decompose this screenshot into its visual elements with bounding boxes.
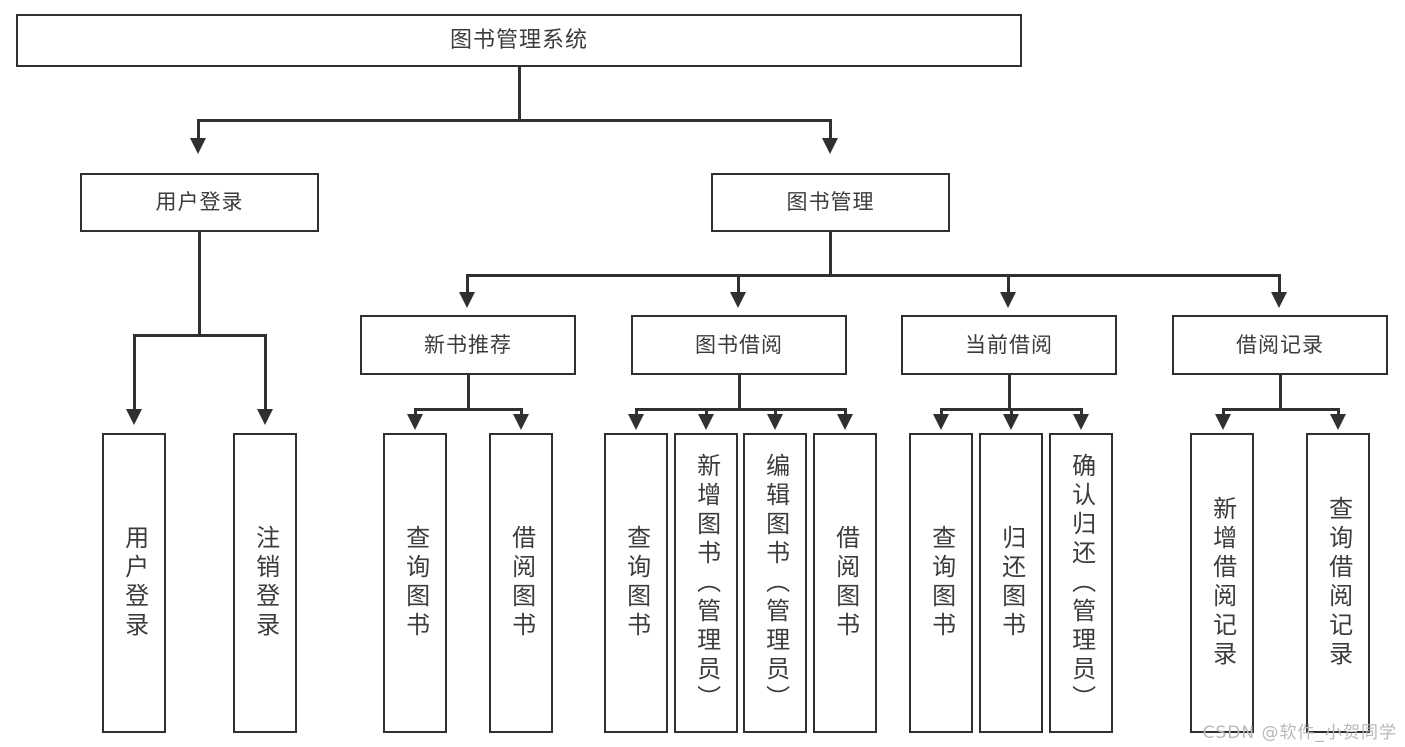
node-label: 确认归还（管理员） xyxy=(1067,452,1096,714)
edge-bb-drop-2 xyxy=(705,408,708,418)
edge-cb-drop-1 xyxy=(940,408,943,418)
arrowhead-to-leaf-user-login xyxy=(126,409,142,425)
arrowhead-to-cb-return-book xyxy=(1003,414,1019,430)
edge-bb-drop-1 xyxy=(635,408,638,418)
node-label: 图书管理系统 xyxy=(449,27,588,53)
arrowhead-to-nbr-query-book xyxy=(407,414,423,430)
arrowhead-to-cb-confirm-return xyxy=(1073,414,1089,430)
arrowhead-to-current-borrow xyxy=(1000,292,1016,308)
node-label: 当前借阅 xyxy=(965,332,1053,357)
arrowhead-to-new-book-recommend xyxy=(459,292,475,308)
leaf-bb-query-book[interactable]: 查询图书 xyxy=(604,433,668,733)
arrowhead-to-br-add-record xyxy=(1215,414,1231,430)
leaf-cb-confirm-return[interactable]: 确认归还（管理员） xyxy=(1049,433,1113,733)
edge-bb-drop-3 xyxy=(774,408,777,418)
leaf-nbr-borrow-book[interactable]: 借阅图书 xyxy=(489,433,553,733)
edge-br-drop-2 xyxy=(1337,408,1340,418)
leaf-cb-query-book[interactable]: 查询图书 xyxy=(909,433,973,733)
arrowhead-to-nbr-borrow-book xyxy=(513,414,529,430)
edge-bm-drop-3 xyxy=(1007,274,1010,294)
edge-root-stem xyxy=(518,67,521,120)
node-label: 新书推荐 xyxy=(424,332,512,357)
node-label: 新增借阅记录 xyxy=(1208,496,1237,670)
edge-bm-drop-1 xyxy=(466,274,469,294)
node-book-management[interactable]: 图书管理 xyxy=(711,173,950,232)
edge-cb-stem xyxy=(1008,375,1011,410)
node-borrow-record[interactable]: 借阅记录 xyxy=(1172,315,1388,375)
arrowhead-to-br-query-record xyxy=(1330,414,1346,430)
edge-cb-drop-3 xyxy=(1080,408,1083,418)
edge-user-login-bus xyxy=(133,334,266,337)
edge-cb-drop-2 xyxy=(1010,408,1013,418)
arrowhead-to-bb-edit-book xyxy=(767,414,783,430)
node-label: 查询图书 xyxy=(622,525,651,641)
leaf-cb-return-book[interactable]: 归还图书 xyxy=(979,433,1043,733)
node-label: 新增图书（管理员） xyxy=(692,452,721,714)
arrowhead-to-bb-add-book xyxy=(698,414,714,430)
edge-book-management-bus xyxy=(466,274,1280,277)
edge-bm-drop-2 xyxy=(737,274,740,294)
node-label: 图书借阅 xyxy=(695,332,783,357)
leaf-logout[interactable]: 注销登录 xyxy=(233,433,297,733)
node-label: 借阅图书 xyxy=(831,525,860,641)
node-label: 借阅图书 xyxy=(507,525,536,641)
edge-user-login-drop-1 xyxy=(133,334,136,412)
arrowhead-to-bb-borrow-book xyxy=(837,414,853,430)
edge-nbr-bus xyxy=(414,408,522,411)
leaf-bb-edit-book[interactable]: 编辑图书（管理员） xyxy=(743,433,807,733)
arrowhead-to-borrow-record xyxy=(1271,292,1287,308)
node-label: 查询图书 xyxy=(927,525,956,641)
node-label: 用户登录 xyxy=(155,190,244,215)
edge-user-login-drop-2 xyxy=(264,334,267,412)
node-label: 编辑图书（管理员） xyxy=(761,452,790,714)
node-label: 查询图书 xyxy=(401,525,430,641)
edge-nbr-stem xyxy=(467,375,470,410)
edge-bm-drop-4 xyxy=(1278,274,1281,294)
edge-br-drop-1 xyxy=(1222,408,1225,418)
leaf-bb-add-book[interactable]: 新增图书（管理员） xyxy=(674,433,738,733)
arrowhead-to-book-borrow xyxy=(730,292,746,308)
edge-br-bus xyxy=(1222,408,1339,411)
node-current-borrow[interactable]: 当前借阅 xyxy=(901,315,1117,375)
leaf-nbr-query-book[interactable]: 查询图书 xyxy=(383,433,447,733)
leaf-bb-borrow-book[interactable]: 借阅图书 xyxy=(813,433,877,733)
edge-user-login-stem xyxy=(198,232,201,336)
edge-nbr-drop-2 xyxy=(520,408,523,418)
node-label: 借阅记录 xyxy=(1236,332,1324,357)
arrowhead-to-bb-query-book xyxy=(628,414,644,430)
edge-root-drop-left xyxy=(197,119,200,141)
node-label: 用户登录 xyxy=(120,525,149,641)
node-label: 图书管理 xyxy=(786,190,875,215)
arrowhead-to-user-login xyxy=(190,138,206,154)
arrowhead-to-leaf-logout xyxy=(257,409,273,425)
edge-root-drop-right xyxy=(829,119,832,141)
edge-bb-bus xyxy=(635,408,846,411)
leaf-br-query-record[interactable]: 查询借阅记录 xyxy=(1306,433,1370,733)
node-root-system[interactable]: 图书管理系统 xyxy=(16,14,1022,67)
node-user-login[interactable]: 用户登录 xyxy=(80,173,319,232)
node-new-book-recommend[interactable]: 新书推荐 xyxy=(360,315,576,375)
leaf-br-add-record[interactable]: 新增借阅记录 xyxy=(1190,433,1254,733)
edge-nbr-drop-1 xyxy=(414,408,417,418)
edge-book-management-stem xyxy=(829,232,832,276)
node-label: 注销登录 xyxy=(251,525,280,641)
node-book-borrow[interactable]: 图书借阅 xyxy=(631,315,847,375)
arrowhead-to-book-management xyxy=(822,138,838,154)
edge-br-stem xyxy=(1279,375,1282,410)
node-label: 查询借阅记录 xyxy=(1324,496,1353,670)
edge-root-bus xyxy=(197,119,831,122)
leaf-user-login[interactable]: 用户登录 xyxy=(102,433,166,733)
arrowhead-to-cb-query-book xyxy=(933,414,949,430)
node-label: 归还图书 xyxy=(997,525,1026,641)
edge-bb-stem xyxy=(738,375,741,410)
edge-bb-drop-4 xyxy=(844,408,847,418)
